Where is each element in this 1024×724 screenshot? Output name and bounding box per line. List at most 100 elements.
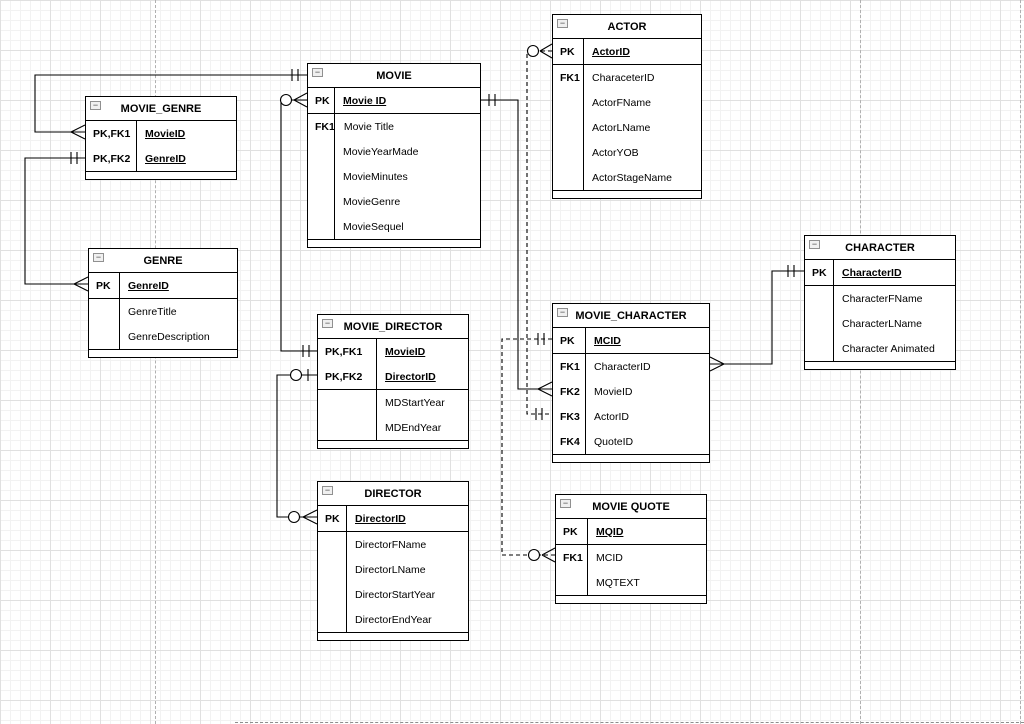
entity-footer (318, 440, 468, 448)
connector-movie_genre-genre[interactable] (24, 152, 89, 292)
entity-footer (308, 239, 480, 247)
collapse-icon[interactable]: − (93, 253, 104, 262)
key-column-divider (334, 88, 335, 239)
attribute-row: ActorStageName (592, 171, 672, 184)
entity-header: − ACTOR (553, 15, 701, 39)
entity-header: − MOVIE_CHARACTER (553, 304, 709, 328)
attribute-row: ActorFName (592, 96, 651, 109)
attribute-row: CharacterLName (842, 317, 922, 330)
entity-header: − GENRE (89, 249, 237, 273)
attribute-row: ActorLName (592, 121, 651, 134)
attribute-row: CharacterFName (842, 292, 923, 305)
attribute-row: MovieMinutes (343, 170, 408, 183)
attribute-row: DirectorEndYear (355, 613, 432, 626)
pk-separator (308, 113, 480, 114)
collapse-icon[interactable]: − (90, 101, 101, 110)
entity-footer (318, 632, 468, 640)
pk-separator (805, 285, 955, 286)
entity-header: − MOVIE QUOTE (556, 495, 706, 519)
key-column-divider (136, 121, 137, 171)
connector-movie_character-character[interactable] (709, 265, 804, 372)
attribute-row: Character Animated (842, 342, 935, 355)
entity-title: DIRECTOR (364, 487, 422, 500)
collapse-icon[interactable]: − (322, 486, 333, 495)
connector-movie_character-movie_quote[interactable] (501, 333, 556, 563)
entity-title: MOVIE_DIRECTOR (343, 320, 443, 333)
entity-header: − CHARACTER (805, 236, 955, 260)
entity-header: − DIRECTOR (318, 482, 468, 506)
entity-footer (89, 349, 237, 357)
attribute-row: MovieSequel (343, 220, 404, 233)
entity-header: − MOVIE (308, 64, 480, 88)
attribute-row: MDEndYear (385, 421, 442, 434)
key-column-divider (376, 339, 377, 440)
entity-title: CHARACTER (845, 241, 915, 254)
collapse-icon[interactable]: − (560, 499, 571, 508)
entity-title: ACTOR (607, 20, 647, 33)
entity-title: MOVIE_CHARACTER (575, 309, 687, 322)
entity-title: GENRE (143, 254, 183, 267)
attribute-row: MovieYearMade (343, 145, 419, 158)
key-column-divider (833, 260, 834, 361)
attribute-row: DirectorFName (355, 538, 427, 551)
attribute-row: DirectorStartYear (355, 588, 436, 601)
connector-movie-movie_genre[interactable] (34, 69, 307, 140)
entity-title: MOVIE QUOTE (592, 500, 670, 513)
connector-movie-movie_character[interactable] (481, 94, 553, 397)
entity-footer (553, 190, 701, 198)
key-column-divider (346, 506, 347, 632)
entity-header: − MOVIE_GENRE (86, 97, 236, 121)
connector-actor-movie_character[interactable] (526, 43, 553, 420)
page-break-vertical-1 (155, 0, 156, 724)
pk-separator (556, 544, 706, 545)
pk-separator (318, 389, 468, 390)
entity-title: MOVIE (376, 69, 412, 82)
pk-separator (89, 298, 237, 299)
key-column-divider (585, 328, 586, 454)
collapse-icon[interactable]: − (557, 308, 568, 317)
entity-title: MOVIE_GENRE (120, 102, 202, 115)
attribute-row: DirectorLName (355, 563, 426, 576)
key-column-divider (587, 519, 588, 595)
page-break-horizontal (235, 722, 1024, 723)
connector-movie_director-director[interactable] (276, 368, 318, 525)
attribute-row: MovieGenre (343, 195, 401, 208)
collapse-icon[interactable]: − (557, 19, 568, 28)
attribute-row: MQTEXT (596, 576, 640, 589)
key-column-divider (119, 273, 120, 349)
connector-movie-movie_director[interactable] (279, 92, 318, 357)
page-break-vertical-3 (1020, 0, 1021, 724)
collapse-icon[interactable]: − (322, 319, 333, 328)
pk-separator (318, 531, 468, 532)
entity-footer (556, 595, 706, 603)
collapse-icon[interactable]: − (312, 68, 323, 77)
attribute-row: GenreDescription (128, 330, 210, 343)
attribute-row: ActorYOB (592, 146, 639, 159)
collapse-icon[interactable]: − (809, 240, 820, 249)
entity-footer (553, 454, 709, 462)
